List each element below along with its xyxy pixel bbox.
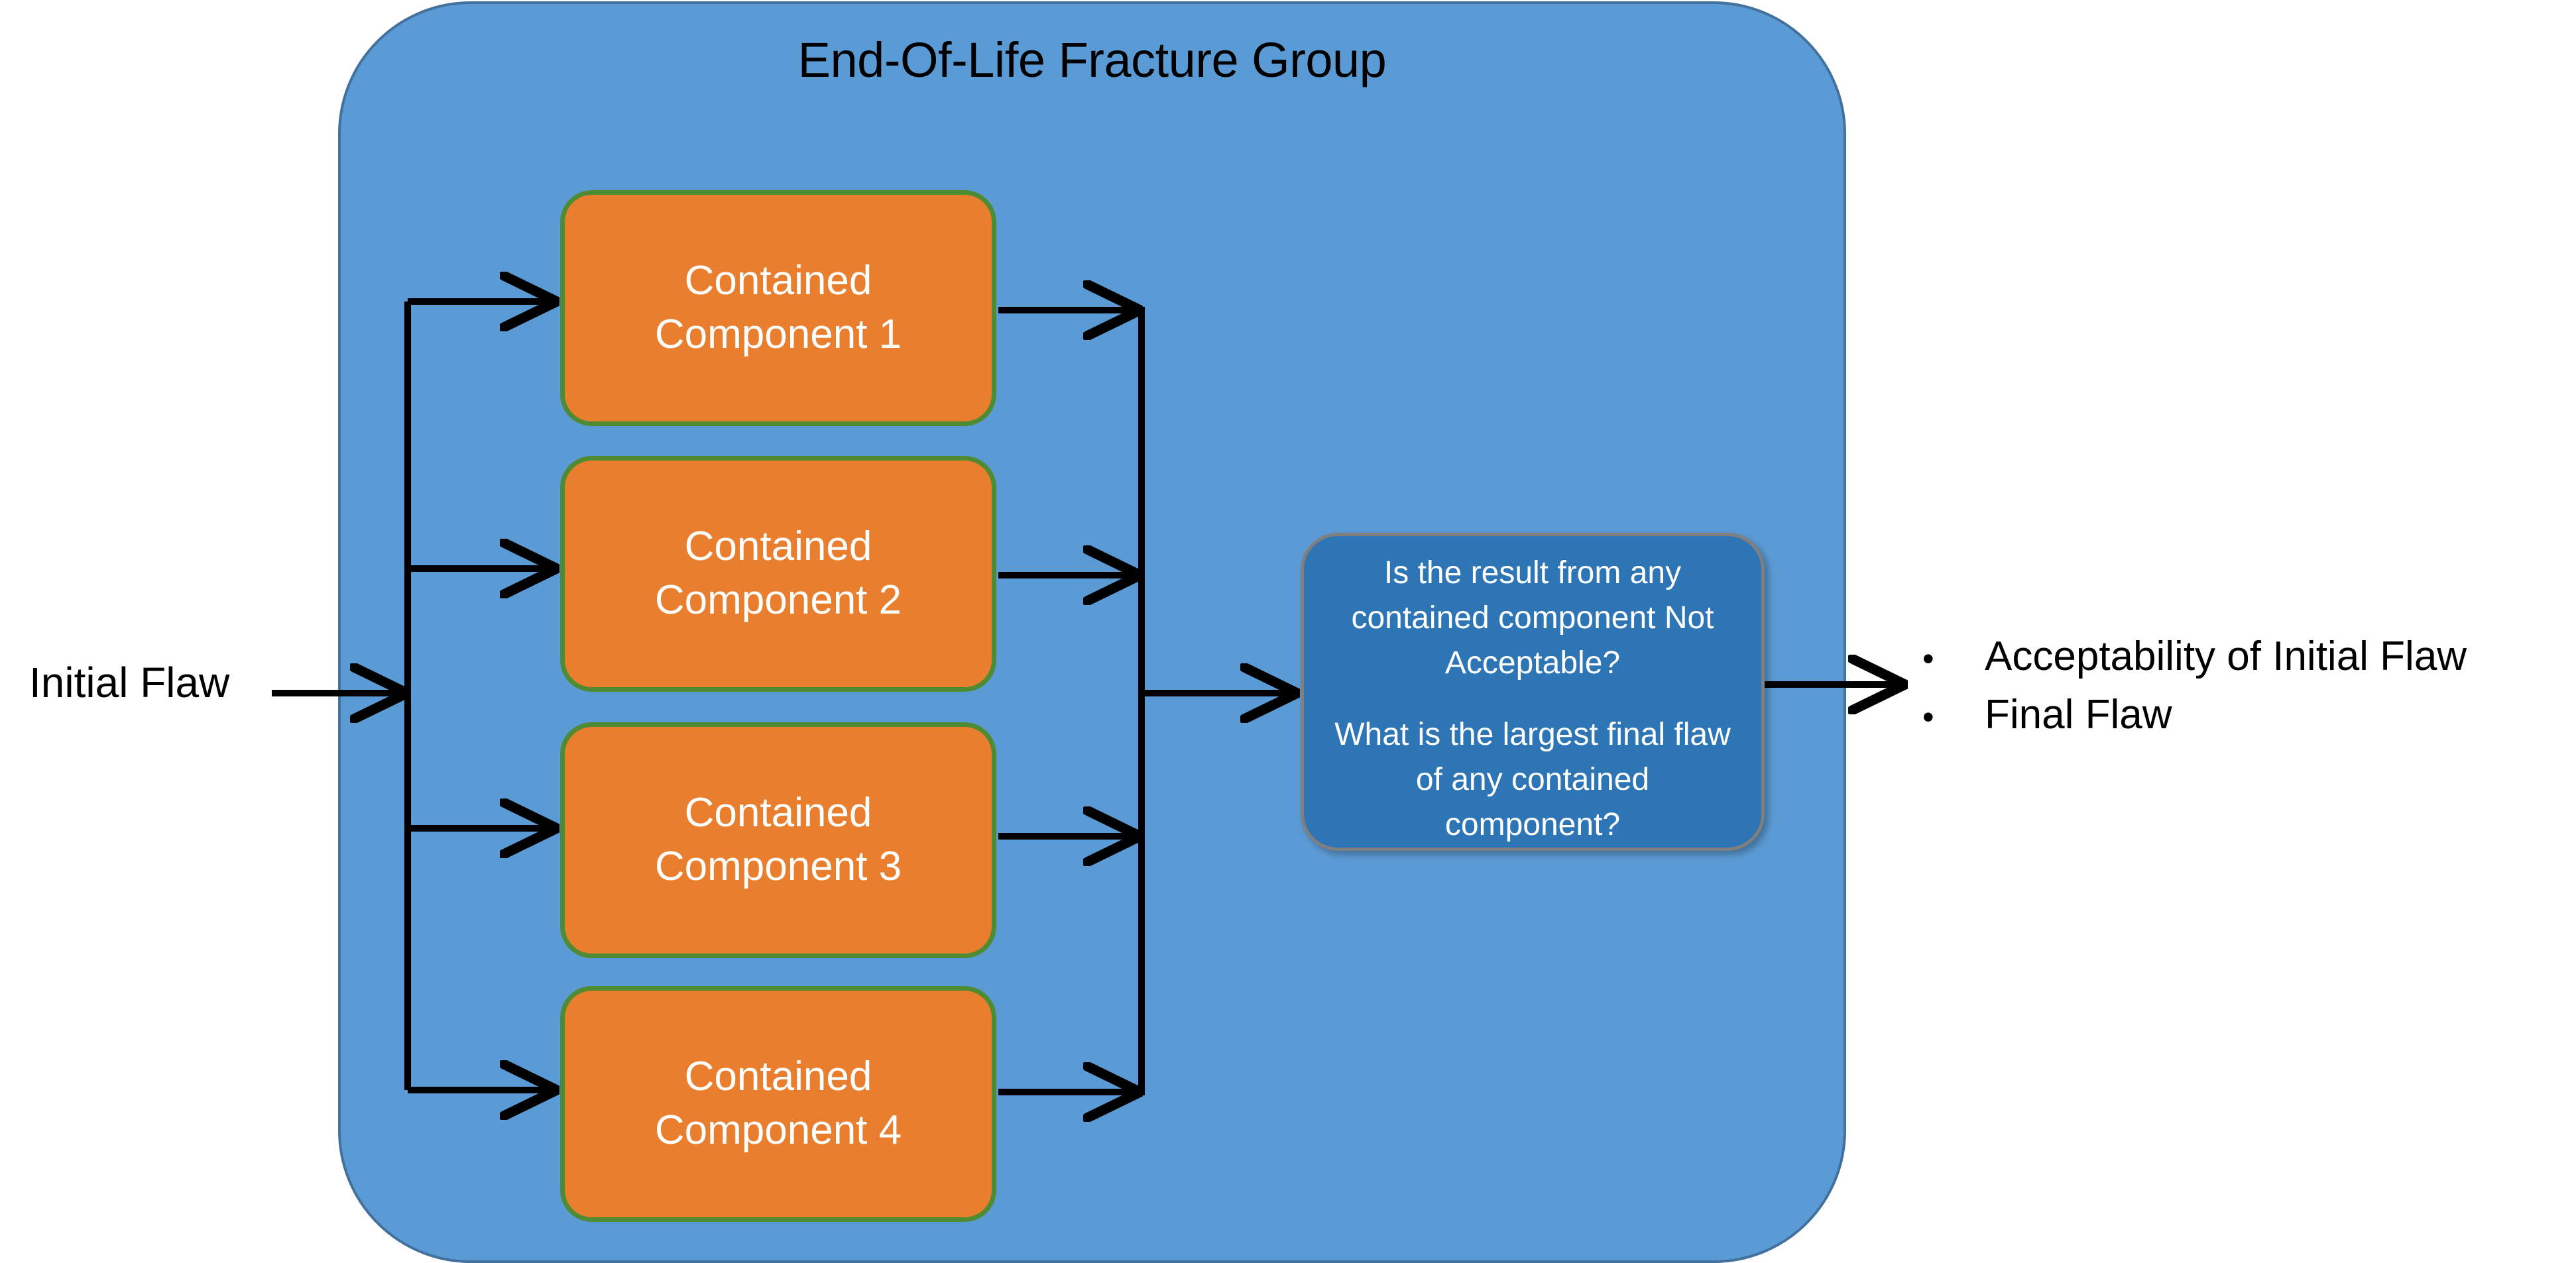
output-label-acceptability: Acceptability of Initial Flaw: [1985, 633, 2467, 679]
contained-component-1-line2: Component 1: [654, 311, 902, 357]
decision-question-box[interactable]: Is the result from any contained compone…: [1301, 533, 1765, 851]
bullet-icon: •: [1922, 698, 1934, 736]
list-item: • Acceptability of Initial Flaw: [1922, 636, 2546, 677]
outputs-list: • Acceptability of Initial Flaw • Final …: [1922, 636, 2546, 753]
contained-component-2-label: Contained Component 2: [655, 520, 902, 627]
contained-component-3-box[interactable]: Contained Component 3: [560, 722, 996, 958]
contained-component-1-line1: Contained: [684, 258, 872, 304]
decision-question-2: What is the largest final flaw of any co…: [1334, 716, 1731, 842]
contained-component-2-line2: Component 2: [654, 577, 902, 623]
group-title: End-Of-Life Fracture Group: [797, 32, 1387, 87]
contained-component-2-line1: Contained: [684, 523, 872, 570]
contained-component-3-label: Contained Component 3: [655, 787, 902, 893]
contained-component-4-label: Contained Component 4: [655, 1050, 902, 1157]
list-item: • Final Flaw: [1922, 694, 2546, 736]
contained-component-1-label: Contained Component 1: [655, 254, 902, 361]
bullet-icon: •: [1922, 640, 1934, 677]
output-label-final-flaw: Final Flaw: [1985, 692, 2172, 738]
decision-question-1: Is the result from any contained compone…: [1351, 555, 1714, 681]
contained-component-1-box[interactable]: Contained Component 1: [560, 190, 996, 426]
contained-component-4-line1: Contained: [684, 1054, 872, 1100]
contained-component-4-box[interactable]: Contained Component 4: [560, 986, 996, 1222]
contained-component-3-line1: Contained: [684, 790, 872, 836]
contained-component-3-line2: Component 3: [654, 844, 902, 889]
initial-flaw-label: Initial Flaw: [29, 659, 230, 706]
contained-component-2-box[interactable]: Contained Component 2: [560, 456, 996, 692]
contained-component-4-line2: Component 4: [654, 1107, 902, 1153]
